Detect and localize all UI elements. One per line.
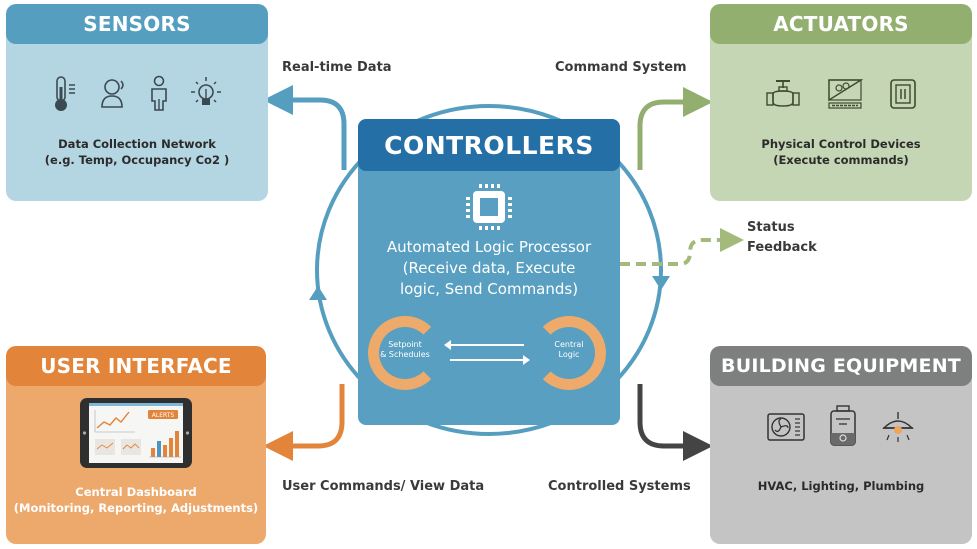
user-commands-label: User Commands/ View Data [282,479,485,494]
equipment-desc-line1: HVAC, Lighting, Plumbing [757,479,925,493]
user-commands-arrow [263,384,345,461]
setpoint-ring [368,316,442,390]
controlled-systems-arrow [637,384,713,461]
sensors-desc-line2: (e.g. Temp, Occupancy Co2 ) [44,153,230,167]
controllers-card: CONTROLLERS Automated Logic Processor (R… [358,119,620,425]
actuators-description: Physical Control Devices (Execute comman… [710,136,972,168]
switch-icon [890,79,916,109]
actuators-title: ACTUATORS [710,4,972,44]
sensors-icons [6,74,268,114]
processor-line2: (Receive data, Execute [402,259,576,277]
central-logic-label-line1: Central [554,340,584,349]
user-interface-desc-line2: (Monitoring, Reporting, Adjustments) [13,501,259,515]
processor-line1: Automated Logic Processor [386,238,592,256]
controlled-systems-label: Controlled Systems [548,479,691,494]
central-logic-ring [532,316,606,390]
sensors-desc-line1: Data Collection Network [58,137,216,151]
user-interface-card: USER INTERFACE ALERTS Central Dashboar [6,346,266,544]
internal-logic-loop: Setpoint & Schedules Central Logic [358,314,620,404]
central-logic-label: Central Logic [529,340,609,360]
actuators-icons [710,74,972,114]
command-system-label: Command System [555,60,687,75]
logic-to-setpoint-arrow [444,340,524,350]
chip-icon [466,184,512,230]
tablet-dashboard-icon: ALERTS [6,398,266,470]
actuators-desc-line2: (Execute commands) [773,153,909,167]
control-cycle-circle [315,104,663,436]
user-interface-desc-line1: Central Dashboard [75,485,197,499]
building-equipment-card: BUILDING EQUIPMENT [710,346,972,544]
person-icon [151,75,167,111]
setpoint-to-logic-arrow [450,355,530,365]
thermometer-icon [55,76,75,111]
cpu-chip-icon [358,183,620,231]
realtime-data-label: Real-time Data [282,60,392,75]
processor-description: Automated Logic Processor (Receive data,… [358,237,620,300]
processor-line3: logic, Send Commands) [399,280,579,298]
hvac-unit-icon [767,413,805,441]
status-feedback-label: Status Feedback [747,218,817,258]
tablet-alerts-badge: ALERTS [152,412,175,419]
actuators-card: ACTUATORS Physical Control Devices (Exec… [710,4,972,201]
ceiling-lamp-icon [882,412,914,442]
sensors-description: Data Collection Network (e.g. Temp, Occu… [6,136,268,168]
user-interface-title: USER INTERFACE [6,346,266,386]
valve-icon [766,80,800,107]
sensors-card: SENSORS [6,4,268,201]
equipment-icons [710,404,972,450]
voice-occupancy-icon [101,79,124,108]
user-interface-description: Central Dashboard (Monitoring, Reporting… [6,484,266,516]
cycle-arrowhead-left [309,286,327,300]
realtime-data-arrow [263,85,347,170]
cycle-arrowhead-right [652,276,670,290]
status-feedback-arrow [620,228,744,266]
water-heater-icon [830,405,856,446]
controllers-title: CONTROLLERS [358,119,620,171]
setpoint-label-line1: Setpoint [388,340,422,349]
equipment-description: HVAC, Lighting, Plumbing [710,478,972,494]
command-system-arrow [637,87,713,170]
light-bulb-icon [191,77,221,105]
building-equipment-title: BUILDING EQUIPMENT [710,346,972,386]
central-logic-label-line2: Logic [558,350,580,359]
setpoint-label-line2: & Schedules [380,350,430,359]
sensors-title: SENSORS [6,4,268,44]
status-label-line2: Feedback [747,240,817,255]
tablet-icon: ALERTS [80,398,192,468]
damper-panel-icon [828,79,863,109]
actuators-desc-line1: Physical Control Devices [761,137,921,151]
status-label-line1: Status [747,220,795,235]
setpoint-label: Setpoint & Schedules [365,340,445,360]
